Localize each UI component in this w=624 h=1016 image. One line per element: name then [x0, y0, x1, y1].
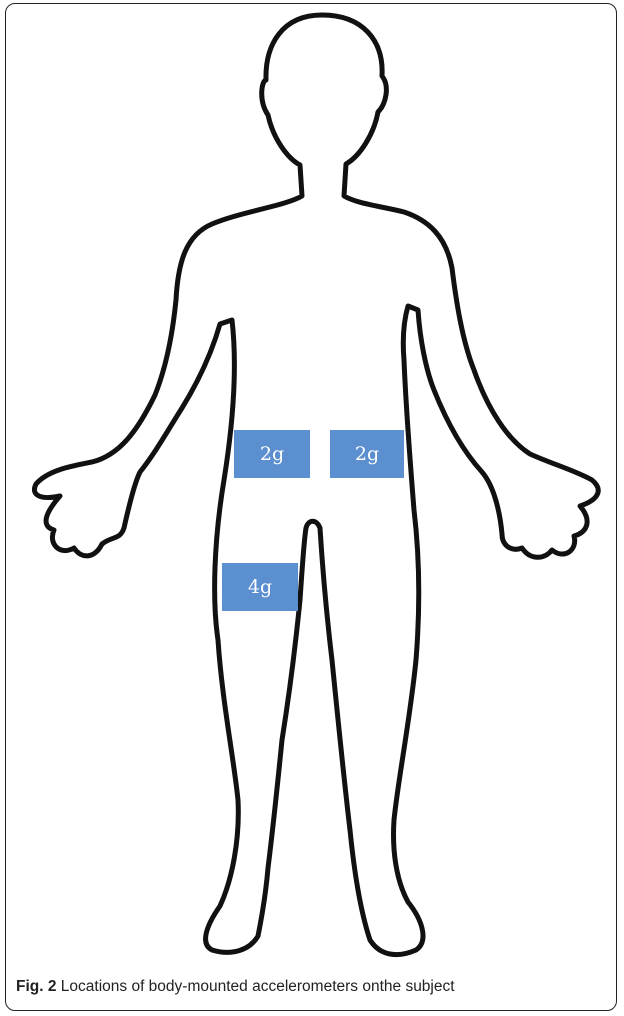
body-silhouette: [34, 15, 598, 955]
caption-text: Locations of body-mounted accelerometers…: [56, 978, 454, 995]
sensor-thigh: 4g: [222, 563, 298, 611]
figure-label: Fig. 2: [16, 978, 56, 995]
sensor-right-hip: 2g: [330, 430, 404, 478]
sensor-left-hip: 2g: [234, 430, 310, 478]
figure-caption: Fig. 2 Locations of body-mounted acceler…: [16, 978, 612, 996]
